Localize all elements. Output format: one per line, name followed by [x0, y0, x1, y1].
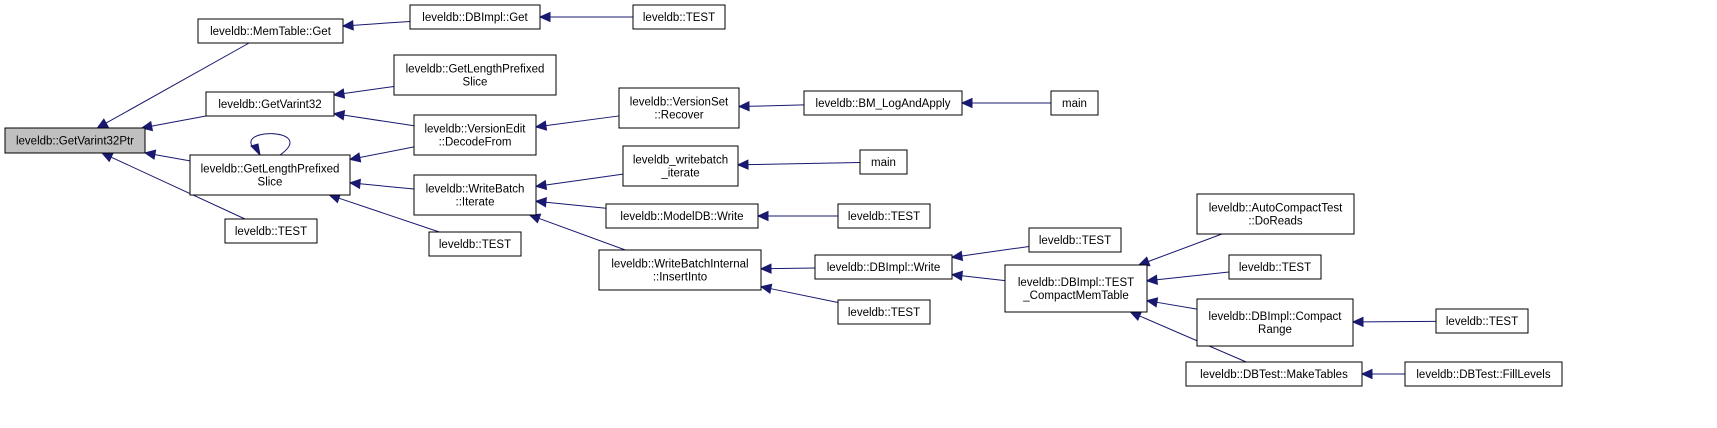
node-label: leveldb::TEST: [235, 226, 307, 238]
edge-dbimpl-get-to-memtable-get: [341, 20, 411, 31]
node-label: leveldb_writebatch: [633, 155, 728, 167]
node-label: leveldb::MemTable::Get: [210, 26, 332, 38]
node-label: ::DoReads: [1248, 216, 1303, 228]
node-label: leveldb::DBImpl::Compact: [1209, 311, 1343, 323]
node-label: leveldb::GetVarint32Ptr: [16, 136, 134, 148]
node-label: _iterate: [660, 168, 699, 180]
node-label: leveldb::AutoCompactTest: [1209, 203, 1343, 215]
edge-test-e-to-dbimpl-write: [950, 245, 1030, 262]
node-versionset[interactable]: leveldb::VersionSet::Recover: [618, 87, 740, 129]
node-main-a[interactable]: main: [1050, 90, 1099, 116]
node-label: leveldb::TEST: [1446, 316, 1518, 328]
node-label: _CompactMemTable: [1022, 290, 1128, 302]
node-memtable-get[interactable]: leveldb::MemTable::Get: [197, 18, 344, 44]
node-label: leveldb::DBTest::FillLevels: [1416, 369, 1550, 381]
node-label: leveldb::TEST: [848, 307, 920, 319]
node-label: leveldb::DBImpl::Get: [422, 12, 528, 24]
edge-autocompact-to-dbimpl-tcmt: [1137, 233, 1223, 267]
node-label: Slice: [463, 77, 488, 89]
node-dbimpl-tcmt[interactable]: leveldb::DBImpl::TEST_CompactMemTable: [1004, 264, 1148, 313]
node-label: leveldb::TEST: [1239, 262, 1311, 274]
node-label: leveldb::TEST: [1039, 235, 1111, 247]
edge-test-g-to-dbimpl-tcmt: [1145, 271, 1230, 285]
node-test-c[interactable]: leveldb::TEST: [632, 4, 726, 30]
edge-writebatch-iter-to-glps-mid: [348, 178, 415, 190]
node-label: leveldb::GetVarint32: [218, 99, 321, 111]
edge-dbimpl-tcmt-to-dbimpl-write: [950, 270, 1006, 282]
node-label: leveldb::VersionEdit: [424, 124, 526, 136]
node-bm-log[interactable]: leveldb::BM_LogAndApply: [803, 90, 963, 116]
node-label: leveldb::WriteBatch: [426, 184, 525, 196]
node-test-a[interactable]: leveldb::TEST: [224, 218, 318, 244]
node-test-g[interactable]: leveldb::TEST: [1228, 254, 1322, 280]
edge-glps-mid-to-glps-mid: [250, 133, 291, 157]
node-label: ::InsertInto: [653, 272, 707, 284]
edge-versionedit-to-glps-mid: [348, 146, 415, 163]
node-label: leveldb::TEST: [439, 239, 511, 251]
node-label: main: [1062, 98, 1087, 110]
node-label: leveldb::VersionSet: [630, 97, 729, 109]
nodes-layer: leveldb::GetVarint32Ptr leveldb::MemTable…: [4, 4, 1563, 387]
edge-versionedit-to-getvarint32: [332, 110, 415, 127]
node-root[interactable]: leveldb::GetVarint32Ptr: [4, 127, 146, 154]
node-label: leveldb::DBTest::MakeTables: [1200, 369, 1348, 381]
edges-layer: [96, 11, 1437, 380]
edge-getvarint32-to-root: [140, 115, 207, 132]
node-wb-iterate[interactable]: leveldb_writebatch_iterate: [622, 145, 739, 187]
node-label: leveldb::GetLengthPrefixed: [201, 164, 340, 176]
node-label: ::Iterate: [456, 197, 495, 209]
node-test-b[interactable]: leveldb::TEST: [428, 231, 522, 257]
edge-wb-iterate-to-writebatch-iter: [534, 173, 624, 191]
node-test-e[interactable]: leveldb::TEST: [1028, 227, 1122, 253]
node-label: leveldb::ModelDB::Write: [620, 211, 743, 223]
node-dbimpl-get[interactable]: leveldb::DBImpl::Get: [409, 4, 541, 30]
edge-versionset-to-versionedit: [534, 115, 620, 131]
node-filllevels[interactable]: leveldb::DBTest::FillLevels: [1404, 361, 1563, 387]
edge-test-c-to-dbimpl-get: [538, 11, 633, 23]
edge-main-b-to-wb-iterate: [736, 159, 861, 170]
node-label: leveldb::DBImpl::Write: [827, 262, 941, 274]
node-label: ::Recover: [654, 110, 703, 122]
node-main-b[interactable]: main: [859, 149, 908, 175]
node-label: leveldb::TEST: [848, 211, 920, 223]
node-label: leveldb::DBImpl::TEST: [1018, 277, 1134, 289]
node-label: ::DecodeFrom: [439, 137, 512, 149]
edge-test-d-to-modeldb: [756, 210, 838, 222]
edge-main-a-to-bm-log: [960, 97, 1051, 109]
node-label: Range: [1258, 324, 1292, 336]
node-maketables[interactable]: leveldb::DBTest::MakeTables: [1185, 361, 1363, 387]
edge-dbimpl-compact-to-dbimpl-tcmt: [1145, 297, 1198, 310]
node-writebatch-iter[interactable]: leveldb::WriteBatch::Iterate: [413, 174, 537, 216]
edge-glps-mid-to-root: [143, 149, 191, 162]
node-wbi-insert[interactable]: leveldb::WriteBatchInternal::InsertInto: [598, 249, 762, 291]
node-label: leveldb::TEST: [643, 12, 715, 24]
node-label: main: [871, 157, 896, 169]
node-label: leveldb::GetLengthPrefixed: [406, 64, 545, 76]
edge-dbimpl-write-to-wbi-insert: [759, 263, 816, 274]
node-test-d[interactable]: leveldb::TEST: [837, 203, 931, 229]
node-autocompact[interactable]: leveldb::AutoCompactTest::DoReads: [1196, 193, 1355, 235]
node-test-h[interactable]: leveldb::TEST: [1435, 308, 1529, 334]
node-versionedit[interactable]: leveldb::VersionEdit::DecodeFrom: [413, 114, 537, 156]
edge-filllevels-to-maketables: [1360, 368, 1405, 380]
edge-bm-log-to-versionset: [737, 101, 805, 112]
edge-test-f-to-wbi-insert: [759, 283, 839, 304]
node-label: leveldb::BM_LogAndApply: [816, 98, 951, 110]
node-dbimpl-write[interactable]: leveldb::DBImpl::Write: [814, 254, 953, 280]
edge-test-h-to-dbimpl-compact: [1351, 316, 1437, 328]
edge-modeldb-to-writebatch-iter: [534, 197, 607, 209]
node-label: leveldb::WriteBatchInternal: [611, 259, 748, 271]
edge-glps-top-to-getvarint32: [332, 85, 395, 99]
node-label: Slice: [258, 177, 283, 189]
node-getvarint32[interactable]: leveldb::GetVarint32: [205, 91, 335, 117]
node-modeldb[interactable]: leveldb::ModelDB::Write: [605, 203, 759, 229]
node-test-f[interactable]: leveldb::TEST: [837, 299, 931, 325]
